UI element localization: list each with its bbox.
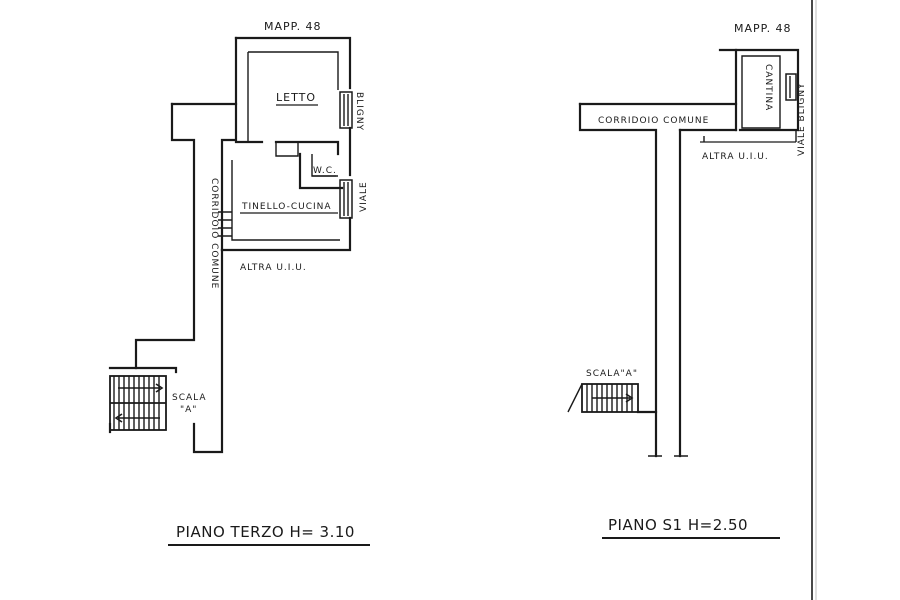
window-cantina: [785, 73, 797, 101]
mapp-label-left: MAPP. 48: [264, 20, 322, 33]
corridoio-label-left: CORRIDOIO COMUNE: [209, 178, 219, 289]
corridoio-label-right: CORRIDOIO COMUNE: [598, 116, 709, 126]
staircase-a: [109, 375, 167, 431]
wc-label: W.C.: [313, 166, 337, 176]
plan-piano-s1: MAPP. 48 CANTINA CORRIDOIO COMUNE ALTRA …: [567, 0, 817, 600]
tinello-label: TINELLO-CUCINA: [241, 202, 332, 212]
cantina-walls: [718, 48, 800, 132]
common-corridor: [108, 102, 238, 454]
entrance-door: [218, 211, 232, 237]
title-piano-terzo: PIANO TERZO H= 3.10: [176, 523, 355, 541]
viale-label-left: VIALE: [359, 181, 369, 212]
plan-piano-terzo: MAPP. 48 LETTO W.C. TINELLO-CUCINA BLIGN…: [108, 20, 370, 546]
letto-label: LETTO: [276, 91, 316, 104]
altra-uiu-label-right: ALTRA U.I.U.: [702, 152, 769, 162]
staircase-a-s1: [567, 383, 658, 414]
altra-uiu-boundary-s1: [700, 130, 797, 143]
window-letto: [339, 91, 353, 129]
cantina-label: CANTINA: [763, 64, 773, 111]
bligny-label-left: BLIGNY: [354, 92, 364, 131]
window-tinello: [339, 179, 353, 219]
common-corridor-s1: [578, 102, 738, 458]
scala-label-left: SCALA: [172, 393, 207, 403]
altra-uiu-label-left: ALTRA U.I.U.: [240, 263, 307, 273]
scala-label-right: SCALA"A": [586, 369, 638, 379]
title-piano-s1: PIANO S1 H=2.50: [608, 516, 748, 534]
mapp-label-right: MAPP. 48: [734, 22, 792, 35]
scala-letter-left: "A": [180, 405, 197, 415]
viale-bligny-label: VIALE BLIGNY: [797, 82, 807, 156]
apartment-walls: [220, 36, 352, 252]
